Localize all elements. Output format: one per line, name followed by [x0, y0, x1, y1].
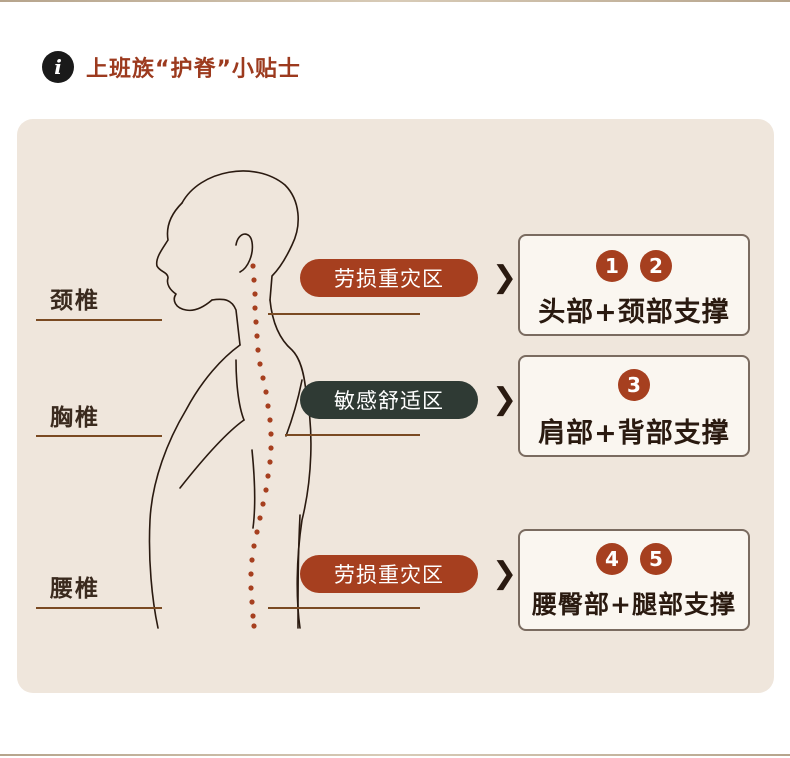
zone-pill-comfort: 敏感舒适区 — [300, 381, 478, 419]
region-label-thoracic: 胸椎 — [50, 398, 100, 432]
support-card-shoulder-back: 3 肩部+背部支撑 — [518, 355, 750, 457]
number-badge: 1 — [596, 250, 628, 282]
number-badge: 5 — [640, 543, 672, 575]
guide-line-thoracic-left — [36, 435, 162, 437]
number-badges: 1 2 — [520, 250, 748, 282]
number-badges: 4 5 — [520, 543, 748, 575]
number-badge: 2 — [640, 250, 672, 282]
support-text: 肩部+背部支撑 — [520, 411, 748, 450]
support-text: 腰臀部+腿部支撑 — [520, 585, 748, 621]
support-card-waist-leg: 4 5 腰臀部+腿部支撑 — [518, 529, 750, 631]
guide-line-cervical-left — [36, 319, 162, 321]
zone-pill-strain: 劳损重灾区 — [300, 259, 478, 297]
support-text: 头部+颈部支撑 — [520, 290, 748, 329]
region-label-lumbar: 腰椎 — [50, 569, 100, 603]
chevron-right-icon: ❯ — [492, 385, 517, 415]
guide-line-cervical-right — [268, 313, 420, 315]
guide-line-thoracic-right — [285, 434, 420, 436]
chevron-right-icon: ❯ — [492, 263, 517, 293]
region-label-cervical: 颈椎 — [50, 281, 100, 315]
number-badge: 3 — [618, 369, 650, 401]
bottom-divider — [0, 754, 790, 756]
number-badge: 4 — [596, 543, 628, 575]
number-badges: 3 — [520, 369, 748, 401]
guide-line-lumbar-left — [36, 607, 162, 609]
chevron-right-icon: ❯ — [492, 559, 517, 589]
support-card-head-neck: 1 2 头部+颈部支撑 — [518, 234, 750, 336]
guide-line-lumbar-right — [268, 607, 420, 609]
zone-pill-strain: 劳损重灾区 — [300, 555, 478, 593]
